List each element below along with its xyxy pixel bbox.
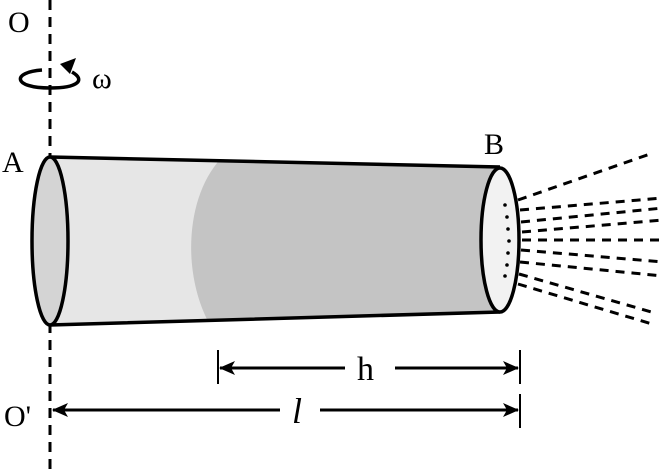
spray-line <box>517 282 653 326</box>
liquid-spray <box>503 152 663 326</box>
spray-line <box>520 206 663 224</box>
tube-body <box>50 157 500 325</box>
end-b-label: B <box>484 128 504 161</box>
end-a-face <box>30 155 70 327</box>
spray-origin-dot <box>506 227 510 231</box>
spray-line <box>519 196 663 212</box>
h-label: h <box>357 351 374 388</box>
dimension-h <box>217 350 521 384</box>
spray-origin-dot <box>503 203 507 207</box>
spray-line <box>520 248 663 264</box>
spray-origin-dot <box>505 215 509 219</box>
dimension-l <box>52 394 521 428</box>
spray-line <box>519 260 663 278</box>
rotation-arrow-icon <box>18 58 81 90</box>
axis-label-bottom: O' <box>4 400 31 433</box>
omega-label: ω <box>92 62 112 95</box>
axis-label-top: O <box>8 6 30 39</box>
spray-line <box>521 218 663 234</box>
spray-origin-dot <box>506 251 510 255</box>
spray-line <box>517 152 651 202</box>
end-b-opening <box>479 166 521 314</box>
spray-line <box>518 272 656 315</box>
spray-origin-dot <box>505 263 509 267</box>
spray-origin-dot <box>507 239 511 243</box>
spray-origin-dot <box>503 274 507 278</box>
l-label: l <box>292 391 302 431</box>
end-a-label: A <box>2 146 24 179</box>
